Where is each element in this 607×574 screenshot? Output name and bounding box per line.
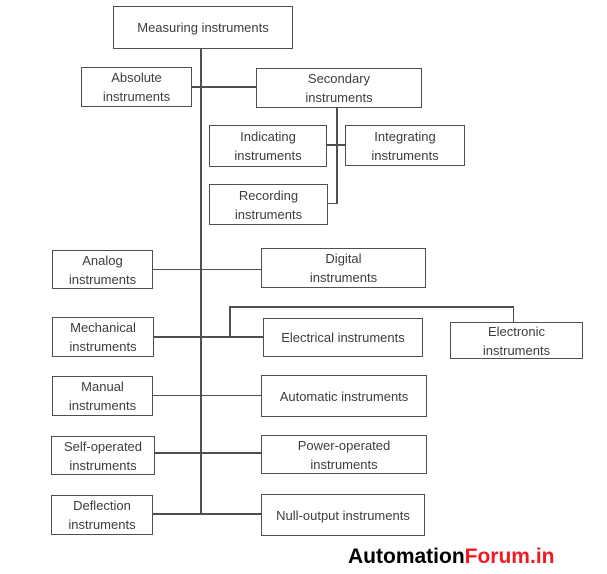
node-deflection-instruments: Deflection instruments: [51, 495, 153, 535]
node-self-operated-instruments: Self-operated instruments: [51, 436, 155, 475]
node-label: Self-operated instruments: [63, 438, 143, 473]
watermark-forum-in: Forum.in: [464, 545, 555, 568]
node-label: Electrical instruments: [281, 330, 405, 345]
node-indicating-instruments: Indicating instruments: [209, 125, 327, 167]
node-label: Manual instruments: [68, 379, 137, 413]
node-label: Recording instruments: [234, 187, 303, 222]
node-label: Null-output instruments: [276, 507, 410, 523]
node-label: Secondary instruments: [305, 71, 373, 105]
watermark-automation: Automation: [348, 545, 465, 568]
connector-recording: [328, 202, 338, 204]
node-electrical-instruments: Electrical instruments: [263, 318, 423, 357]
connector-trunk-vertical: [200, 49, 202, 514]
node-automatic-instruments: Automatic instruments: [261, 375, 427, 417]
connector-absolute-secondary: [192, 86, 256, 88]
node-recording-instruments: Recording instruments: [209, 184, 328, 225]
node-label: Analog instruments: [68, 252, 137, 287]
connector-deflection-null: [153, 513, 261, 515]
node-power-operated-instruments: Power-operated instruments: [261, 435, 427, 474]
connector-electronic-drop: [512, 306, 514, 323]
connector-analog-digital: [153, 268, 261, 270]
connector-manual-automatic: [153, 394, 261, 396]
node-label: Indicating instruments: [234, 129, 302, 163]
node-label: Electronic instruments: [482, 323, 551, 358]
connector-mechanical-electrical: [154, 336, 263, 338]
connector-indicating-integrating: [327, 144, 345, 146]
connector-secondary-vertical: [336, 108, 338, 204]
node-label: Deflection instruments: [68, 498, 136, 532]
node-manual-instruments: Manual instruments: [52, 376, 153, 416]
connector-self-power: [155, 452, 261, 454]
node-secondary-instruments: Secondary instruments: [256, 68, 422, 108]
node-measuring-instruments: Measuring instruments: [113, 6, 293, 49]
node-label: Digital instruments: [309, 251, 378, 285]
node-null-output-instruments: Null-output instruments: [261, 494, 425, 536]
node-absolute-instruments: Absolute instruments: [81, 67, 192, 107]
node-label: Integrating instruments: [371, 128, 439, 163]
node-digital-instruments: Digital instruments: [261, 248, 426, 288]
node-analog-instruments: Analog instruments: [52, 250, 153, 289]
watermark: AutomationForum.in: [348, 545, 554, 569]
node-label: Absolute instruments: [102, 70, 171, 104]
node-electronic-instruments: Electronic instruments: [450, 322, 583, 359]
connector-electronic-riser: [229, 306, 231, 337]
connector-electronic-horizontal: [229, 306, 514, 308]
node-integrating-instruments: Integrating instruments: [345, 125, 465, 166]
node-label: Mechanical instruments: [69, 320, 137, 354]
node-label: Power-operated instruments: [297, 437, 391, 472]
node-mechanical-instruments: Mechanical instruments: [52, 317, 154, 357]
node-label: Automatic instruments: [279, 388, 409, 404]
node-label: Measuring instruments: [137, 20, 269, 35]
